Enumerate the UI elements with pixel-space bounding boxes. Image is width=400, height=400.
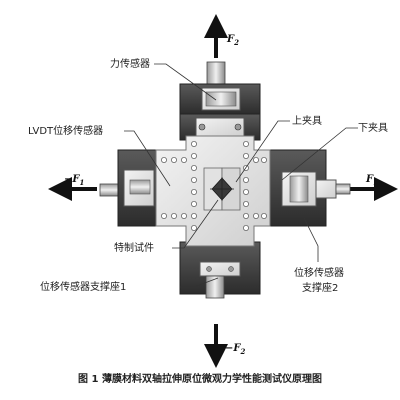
bolt-hole xyxy=(160,212,167,219)
bolt-hole xyxy=(242,212,249,219)
label-sensor-support-2-line1: 位移传感器 xyxy=(294,266,344,279)
bolt-hole xyxy=(170,212,177,219)
top-actuator xyxy=(179,61,261,141)
bolt-hole xyxy=(242,176,249,183)
bolt-hole xyxy=(180,212,187,219)
bolt-hole xyxy=(190,224,197,231)
bolt-hole xyxy=(180,156,187,163)
bottom-actuator xyxy=(179,241,261,299)
bolt-hole xyxy=(190,140,197,147)
bolt-hole xyxy=(190,200,197,207)
force-label-bottom: −F2 xyxy=(225,343,246,356)
bolt-hole xyxy=(252,156,259,163)
bolt-hole xyxy=(242,140,249,147)
bolt-hole xyxy=(190,176,197,183)
bolt-hole xyxy=(160,156,167,163)
bolt-hole xyxy=(190,152,197,159)
label-upper-clamp: 上夹具 xyxy=(292,114,322,127)
bolt-hole xyxy=(252,212,259,219)
bolt-hole xyxy=(260,156,267,163)
force-label-right: F1 xyxy=(365,174,378,187)
bolt-hole xyxy=(242,152,249,159)
bolt-hole xyxy=(190,164,197,171)
force-label-top: F2 xyxy=(226,34,239,47)
bolt-hole xyxy=(242,188,249,195)
force-label-left: −F1 xyxy=(64,174,84,187)
label-sensor-support-2-line2: 支撑座2 xyxy=(302,281,338,294)
left-actuator xyxy=(99,149,161,227)
bolt-hole xyxy=(170,156,177,163)
label-lvdt-sensor: LVDT位移传感器 xyxy=(28,124,103,137)
figure-caption: 图 1 薄膜材料双轴拉伸原位微观力学性能测试仪原理图 xyxy=(78,372,322,385)
bolt-hole xyxy=(242,200,249,207)
bolt-hole xyxy=(190,188,197,195)
label-force-sensor: 力传感器 xyxy=(110,57,150,70)
bolt-holes xyxy=(160,140,267,231)
leader-lines xyxy=(124,63,358,288)
bolt-hole xyxy=(242,224,249,231)
bolt-hole xyxy=(190,212,197,219)
label-special-specimen: 特制试件 xyxy=(114,241,154,254)
specimen xyxy=(210,177,234,201)
label-lower-clamp: 下夹具 xyxy=(358,121,388,134)
bolt-hole xyxy=(260,212,267,219)
label-sensor-support-1: 位移传感器支撑座1 xyxy=(40,280,126,293)
right-actuator xyxy=(267,149,351,227)
